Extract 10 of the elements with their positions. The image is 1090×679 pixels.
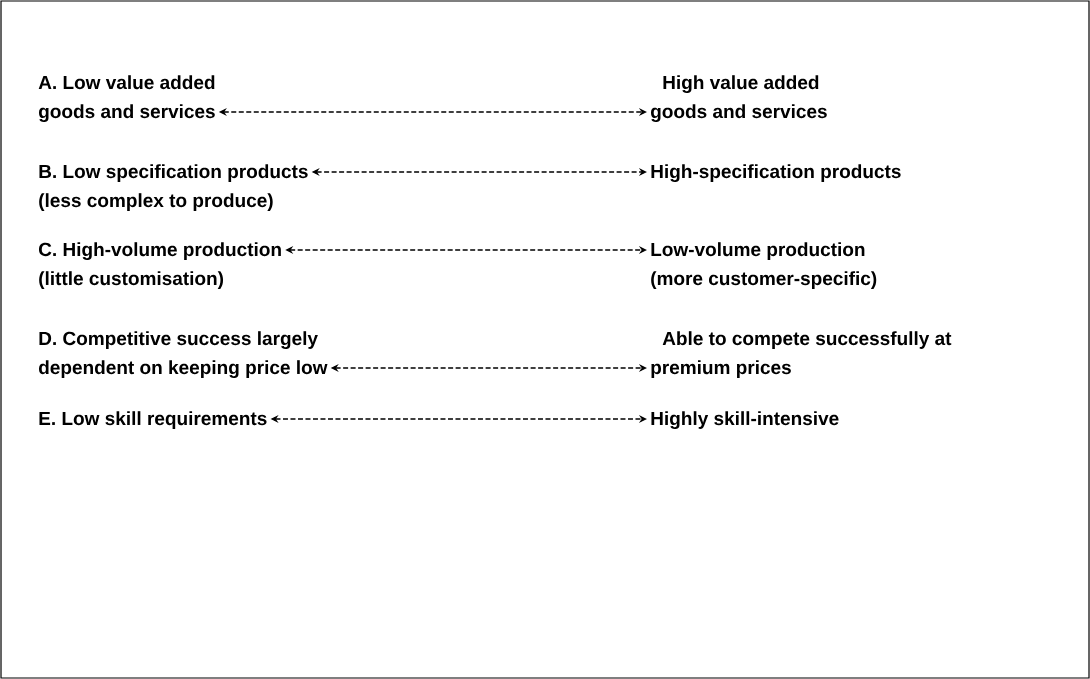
- scale-end-label: Able to compete successfully at premium prices: [651, 331, 952, 378]
- scale-end-label: B. Low specification products (less complex to produce): [39, 164, 308, 211]
- scale-end-label: C. High-volume production (little customisation): [39, 242, 281, 289]
- scale-end-label: D. Competitive success largely dependent on keeping price low: [39, 331, 328, 378]
- scale-end-label: A. Low value added goods and services: [38, 75, 215, 122]
- scale-end-label: Highly skill-intensive: [651, 411, 839, 429]
- scale-end-label: High value added goods and services: [651, 75, 827, 122]
- scale-end-label: High-specification products: [651, 164, 901, 182]
- scale-end-label: Low-volume production (more customer-specific): [651, 242, 877, 289]
- scale-end-label: E. Low skill requirements: [39, 411, 267, 429]
